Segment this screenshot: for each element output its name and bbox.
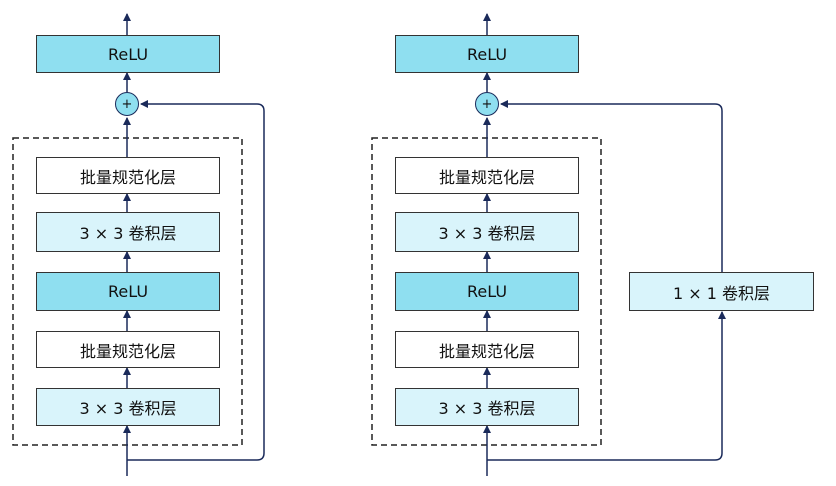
left-conv3x3-1: 3 × 3 卷积层 [36,388,220,426]
left-batchnorm-1: 批量规范化层 [36,331,220,368]
right-add-node: + [475,92,499,116]
right-conv3x3-2: 3 × 3 卷积层 [395,212,579,252]
right-shortcut-conv1x1: 1 × 1 卷积层 [629,272,814,311]
right-batchnorm-1: 批量规范化层 [395,331,579,368]
left-relu: ReLU [36,272,220,311]
left-output-relu: ReLU [36,35,220,73]
right-batchnorm-2: 批量规范化层 [395,157,579,194]
right-conv3x3-1: 3 × 3 卷积层 [395,388,579,426]
left-batchnorm-2: 批量规范化层 [36,157,220,194]
right-relu: ReLU [395,272,579,311]
left-add-node: + [115,92,139,116]
left-conv3x3-2: 3 × 3 卷积层 [36,212,220,252]
right-output-relu: ReLU [395,35,579,73]
